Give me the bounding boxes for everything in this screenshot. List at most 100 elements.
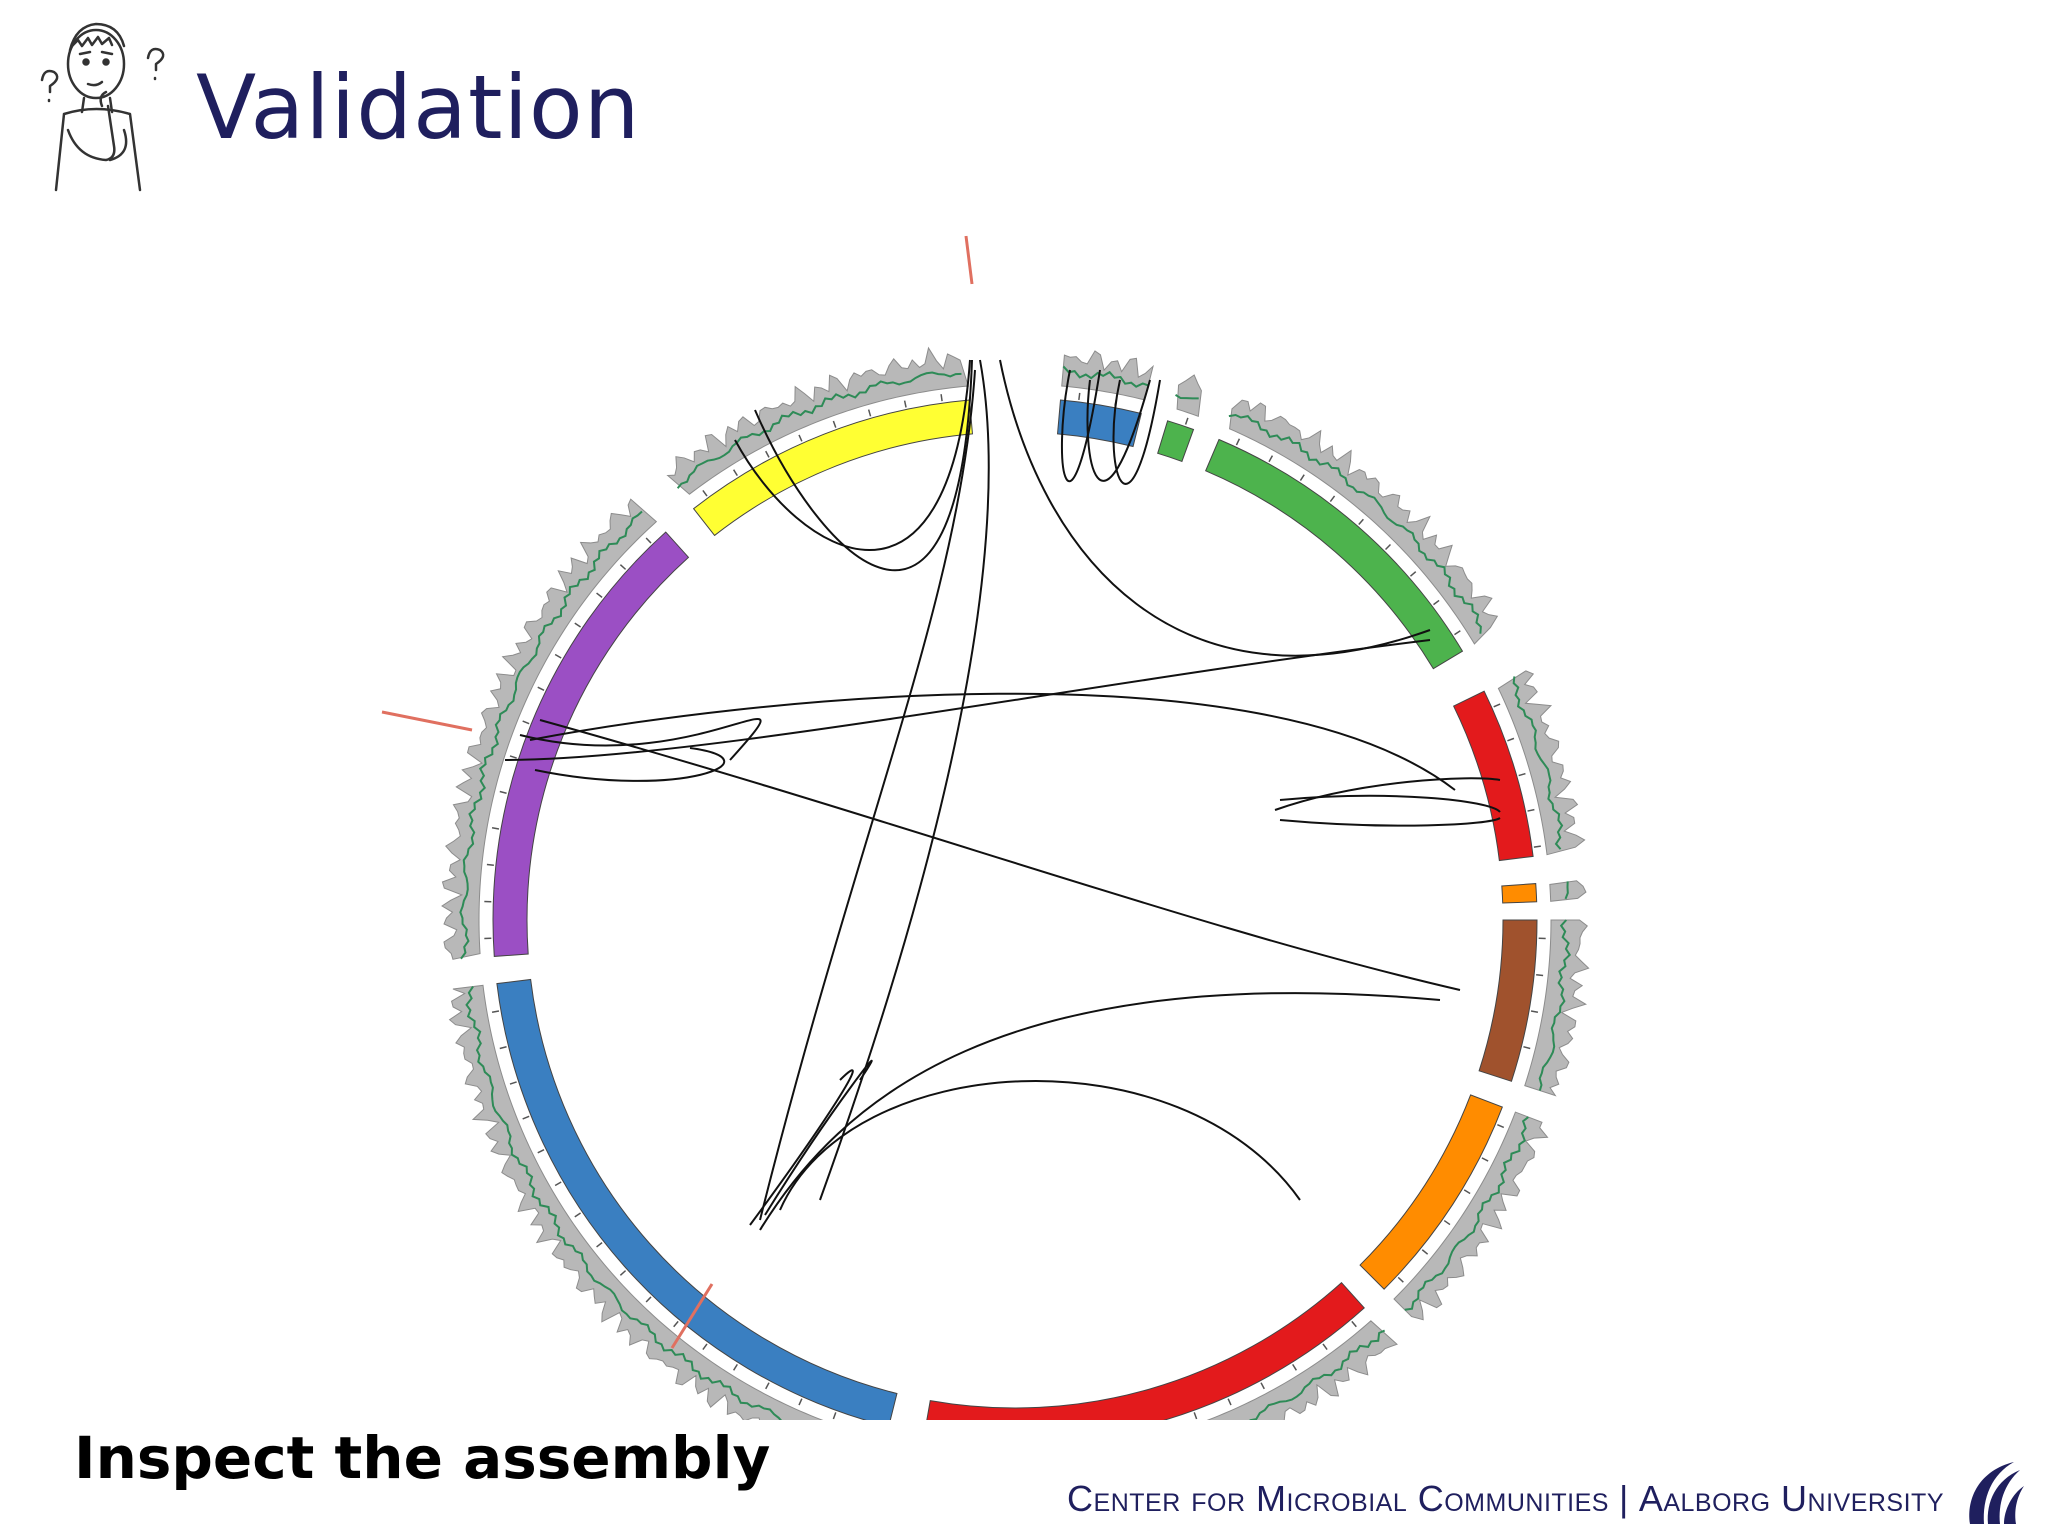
contig-segment-red-bottom	[926, 1281, 1365, 1420]
coverage-line-green-large	[1228, 413, 1482, 634]
unplaced-contig-mark-bottom	[670, 1283, 714, 1349]
coverage-band-orange	[1393, 1111, 1549, 1321]
scale-tick	[1299, 474, 1305, 481]
connection-link-1	[734, 359, 971, 551]
connection-link-19	[749, 1069, 854, 1226]
scale-tick	[1384, 543, 1392, 551]
scale-tick	[574, 622, 582, 628]
coverage-line-purple	[459, 510, 643, 960]
coverage-line-orange	[1404, 1116, 1529, 1311]
scale-tick	[486, 863, 494, 866]
connection-link-7	[1086, 379, 1151, 482]
scale-tick	[1523, 1046, 1531, 1050]
connection-link-20	[764, 1059, 873, 1216]
coverage-band-brown	[1524, 919, 1590, 1097]
contig-segment-yellow	[692, 399, 974, 537]
coverage-line-brown	[1538, 919, 1572, 1091]
scale-tick	[1260, 1382, 1265, 1390]
scale-tick	[1527, 808, 1535, 812]
contig-segment-red-right	[1452, 690, 1534, 862]
scale-tick	[499, 1046, 507, 1050]
coverage-line-blue-top	[1062, 365, 1149, 388]
coverage-line-orange-tiny	[1564, 881, 1569, 900]
footer-university-name: Aalborg University	[1638, 1478, 1944, 1519]
contig-segment-blue-left	[496, 978, 898, 1420]
circos-assembly-diagram	[381, 235, 1590, 1420]
scale-tick	[499, 790, 507, 794]
coverage-line-yellow	[676, 371, 962, 489]
scale-tick	[1193, 1412, 1198, 1420]
scale-tick	[1443, 1219, 1451, 1226]
scale-tick	[554, 1181, 562, 1187]
scale-tick	[509, 755, 517, 759]
scale-tick	[554, 653, 562, 659]
connection-link-8	[1112, 379, 1161, 485]
coverage-band-purple	[441, 498, 658, 960]
footer-center-name: Center for Microbial Communities	[1067, 1478, 1609, 1519]
connection-link-9	[504, 639, 1431, 761]
coverage-band-blue-left	[448, 984, 824, 1420]
coverage-line-green-small	[1175, 394, 1199, 400]
scale-tick	[522, 1115, 530, 1120]
scale-tick	[1184, 417, 1189, 425]
footer-separator: |	[1618, 1478, 1629, 1519]
scale-ticks	[484, 392, 1546, 1420]
scale-tick	[537, 686, 545, 691]
connection-link-3	[819, 359, 990, 1201]
scale-tick	[1507, 737, 1515, 742]
connection-link-2	[754, 359, 973, 572]
scale-tick	[1493, 703, 1501, 708]
scale-tick	[798, 434, 803, 442]
scale-tick	[596, 1242, 603, 1248]
connection-link-18	[779, 1080, 1301, 1211]
connection-link-12	[534, 747, 726, 782]
aalborg-university-logo-icon	[1969, 1462, 2024, 1524]
contig-segment-green-large	[1205, 438, 1464, 670]
contig-segment-green-small	[1157, 420, 1195, 463]
scale-tick	[619, 1270, 627, 1276]
connection-links	[504, 359, 1501, 1231]
coverage-line-red-bottom	[1249, 1329, 1386, 1420]
scale-tick	[491, 827, 500, 830]
scale-tick	[1358, 518, 1364, 526]
coverage-tracks	[441, 346, 1590, 1420]
scale-tick	[596, 592, 603, 598]
scale-tick	[1409, 571, 1417, 577]
scale-tick	[832, 420, 837, 428]
unplaced-contig-marks	[381, 235, 974, 1349]
coverage-line-red-right	[1512, 676, 1564, 850]
unplaced-contig-mark-top	[964, 235, 974, 285]
scale-tick	[1536, 974, 1544, 977]
scale-tick	[1421, 1249, 1429, 1255]
scale-tick	[702, 489, 708, 497]
thinking-person-icon	[40, 22, 165, 192]
scale-tick	[867, 409, 872, 417]
scale-tick	[903, 400, 907, 408]
scale-tick	[1292, 1363, 1298, 1371]
scale-tick	[1433, 599, 1440, 606]
scale-tick	[1397, 1276, 1404, 1283]
coverage-band-green-small	[1176, 374, 1202, 418]
contig-segment-orange	[1359, 1094, 1503, 1290]
scale-tick	[798, 1398, 803, 1406]
scale-tick	[1351, 1320, 1357, 1328]
slide-subtitle: Inspect the assembly	[74, 1424, 771, 1492]
coverage-line-blue-left	[465, 985, 782, 1420]
contig-segment-orange-tiny	[1501, 883, 1538, 904]
scale-tick	[832, 1412, 837, 1420]
coverage-band-red-right	[1497, 670, 1586, 856]
scale-tick	[537, 1149, 545, 1154]
scale-tick	[619, 564, 627, 570]
scale-tick	[1497, 1124, 1505, 1129]
scale-tick	[1227, 1398, 1232, 1406]
scale-tick	[765, 1382, 770, 1390]
scale-tick	[509, 1081, 517, 1085]
connection-link-17	[759, 992, 1441, 1231]
scale-tick	[732, 1363, 738, 1371]
contig-segment-brown	[1478, 919, 1538, 1082]
scale-tick	[673, 1320, 679, 1328]
contig-segment-blue-top	[1056, 399, 1142, 448]
scale-tick	[732, 469, 738, 477]
scale-tick	[1078, 392, 1081, 400]
scale-tick	[940, 394, 943, 402]
